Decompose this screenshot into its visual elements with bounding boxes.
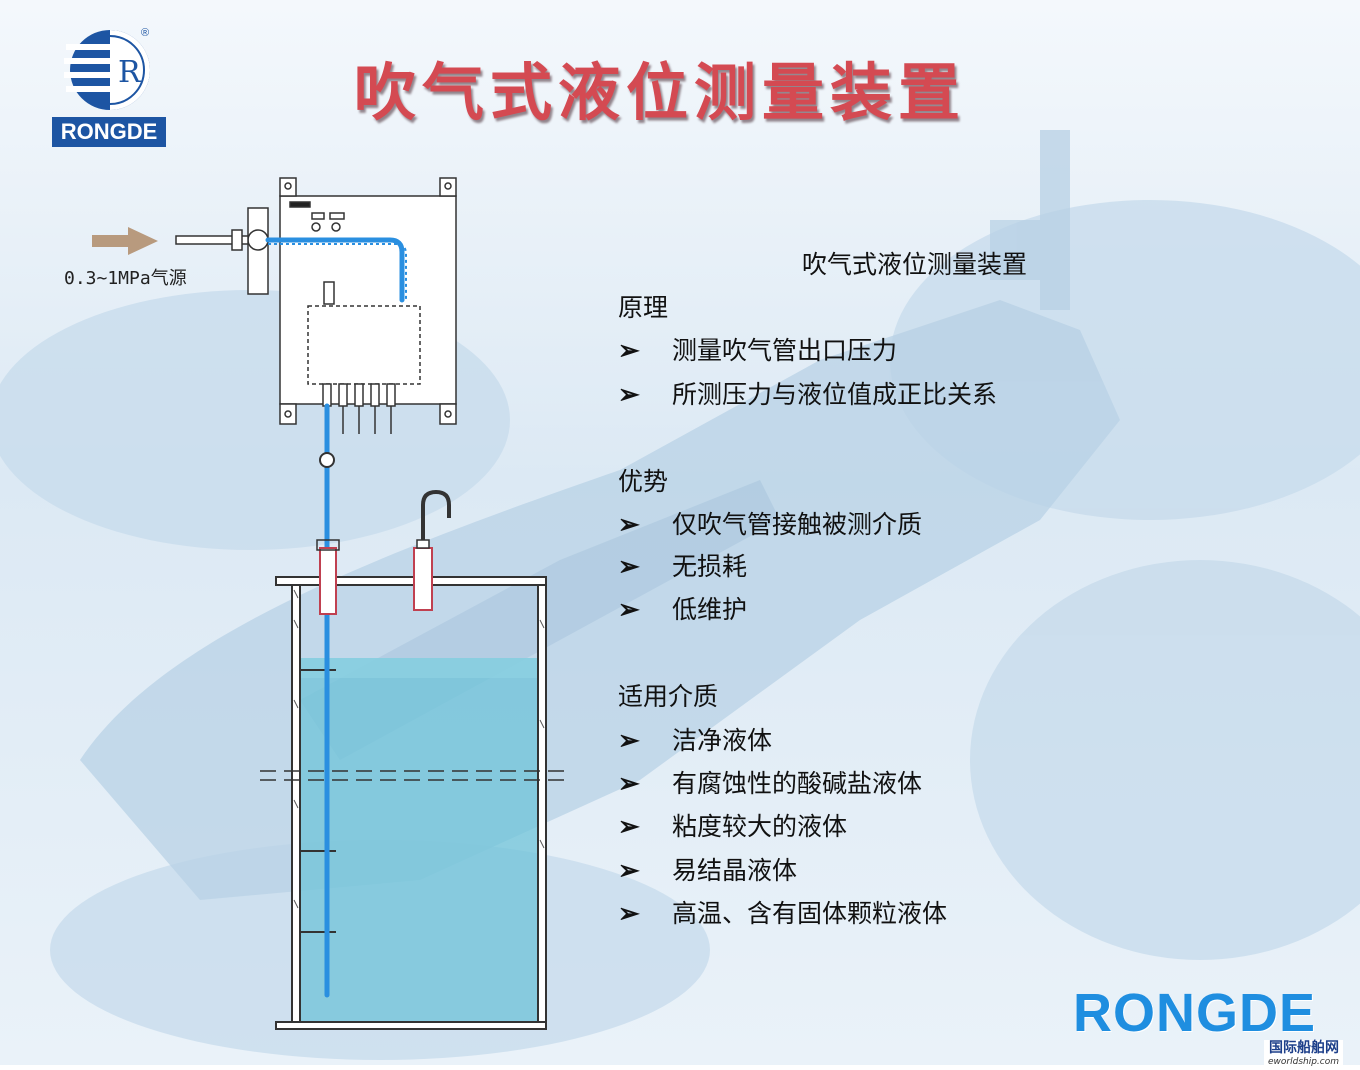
watermark: 国际船舶网 eworldship.com: [1264, 1040, 1344, 1070]
pipe-sleeve: [319, 547, 337, 615]
svg-text:R: R: [118, 55, 142, 90]
section-heading-media: 适用介质: [618, 682, 719, 711]
arrow-bullet-icon: ➢: [618, 336, 640, 366]
list-item: ➢无损耗: [618, 552, 748, 582]
watermark-cn: 国际船舶网: [1269, 1040, 1340, 1056]
arrow-bullet-icon: ➢: [618, 510, 640, 540]
level-line: [260, 770, 572, 781]
registered-mark: ®: [141, 27, 150, 39]
list-item: ➢有腐蚀性的酸碱盐液体: [618, 769, 923, 799]
list-item: ➢洁净液体: [618, 726, 773, 756]
tank-wall-hatching: [293, 589, 545, 909]
air-pipe: [265, 237, 405, 998]
logo-text: RONGDE: [52, 117, 166, 147]
list-item: ➢所测压力与液位值成正比关系: [618, 380, 998, 410]
brand-logo-text: RONGDE: [1073, 983, 1317, 1043]
section-heading-advantages: 优势: [618, 467, 669, 496]
sensor-unit: [279, 177, 457, 425]
arrow-bullet-icon: ➢: [618, 899, 640, 929]
page-title: 吹气式液位测量装置: [353, 56, 966, 129]
air-source-arrow: [92, 227, 158, 255]
watermark-en: eworldship.com: [1268, 1057, 1340, 1067]
section-heading-principle: 原理: [618, 293, 669, 322]
list-item: ➢粘度较大的液体: [618, 812, 848, 842]
list-item: ➢易结晶液体: [618, 856, 798, 886]
arrow-bullet-icon: ➢: [618, 380, 640, 410]
list-item: ➢高温、含有固体颗粒液体: [618, 899, 948, 929]
list-item: ➢仅吹气管接触被测介质: [618, 510, 923, 540]
air-source-label: 0.3~1MPa气源: [64, 268, 187, 289]
arrow-bullet-icon: ➢: [618, 856, 640, 886]
arrow-bullet-icon: ➢: [618, 726, 640, 756]
pipe-valve: [319, 452, 335, 468]
arrow-bullet-icon: ➢: [618, 812, 640, 842]
filter-regulator: [175, 207, 269, 295]
arrow-bullet-icon: ➢: [618, 552, 640, 582]
list-item: ➢测量吹气管出口压力: [618, 336, 898, 366]
arrow-bullet-icon: ➢: [618, 595, 640, 625]
list-item: ➢低维护: [618, 595, 748, 625]
tank-liquid: [298, 658, 540, 1022]
logo-mark: R: [64, 30, 150, 110]
vent-pipe: [413, 489, 451, 611]
panel-title: 吹气式液位测量装置: [802, 250, 1028, 279]
arrow-bullet-icon: ➢: [618, 769, 640, 799]
